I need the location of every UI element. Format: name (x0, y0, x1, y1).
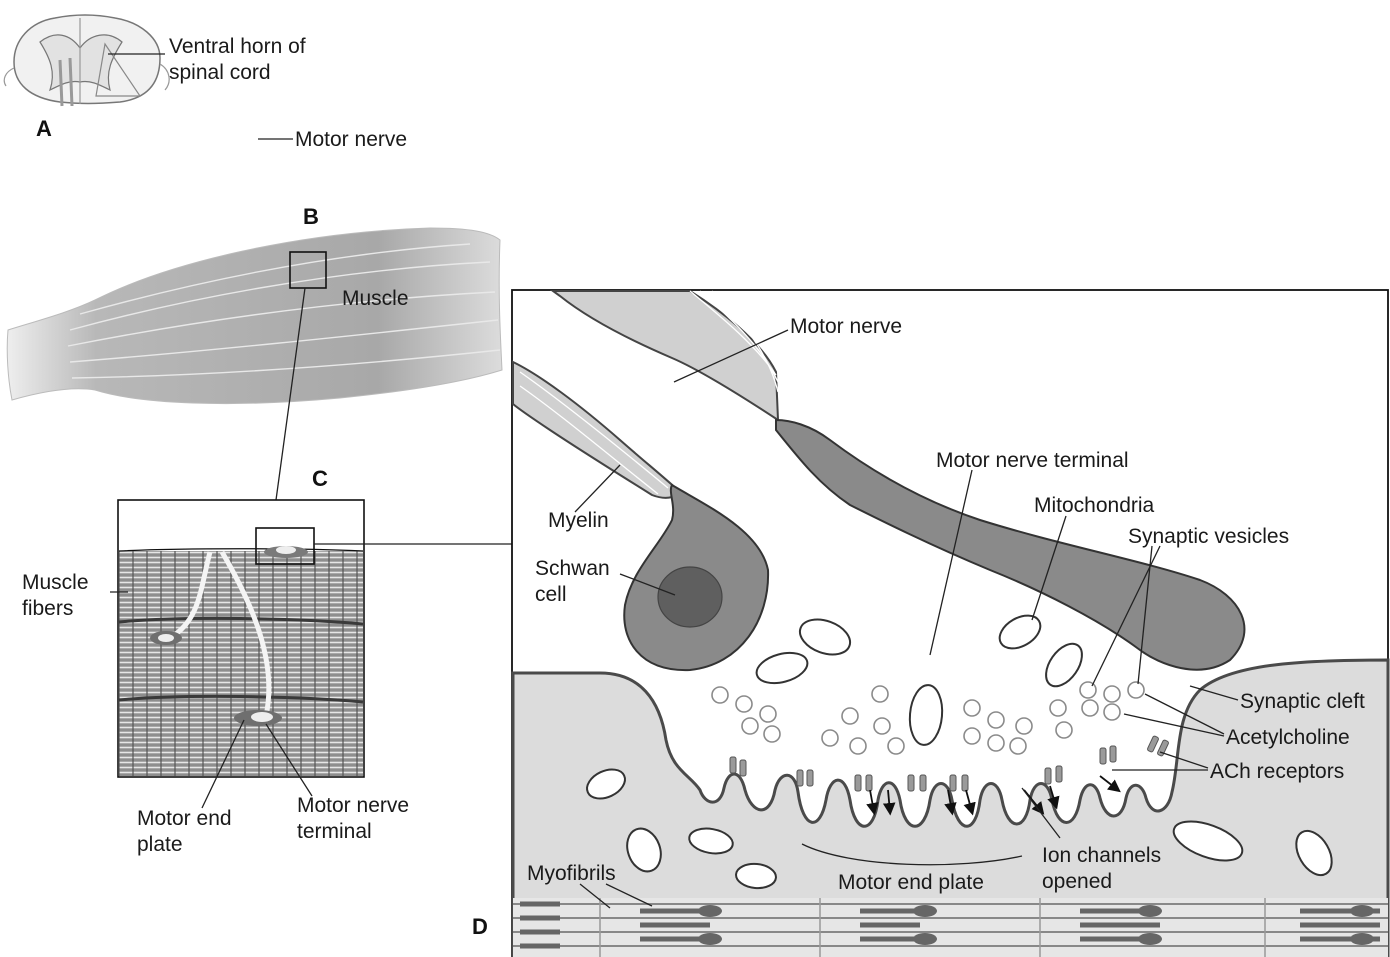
acetylcholine-label: Acetylcholine (1226, 726, 1350, 749)
motor-end-plate-d-label: Motor end plate (838, 871, 984, 894)
ventral-horn-label-line2: spinal cord (169, 61, 271, 84)
muscle-fibers-label-line2: fibers (22, 597, 73, 620)
muscle-fibers-label-line1: Muscle (22, 571, 89, 594)
ion-channels-label-line1: Ion channels (1042, 844, 1161, 867)
panel-a-label: A (36, 116, 52, 141)
junction-panel (512, 290, 1388, 957)
muscle-fibers-panel (118, 500, 364, 777)
spinal-cord-illustration (4, 15, 169, 106)
panel-d-label: D (472, 914, 488, 939)
muscle-label: Muscle (342, 287, 409, 310)
schwan-cell-label-line2: cell (535, 583, 567, 606)
synaptic-cleft-label: Synaptic cleft (1240, 690, 1365, 713)
motor-nerve-a-label: Motor nerve (295, 128, 407, 151)
motor-nerve-d-label: Motor nerve (790, 315, 902, 338)
motor-nerve-terminal-c-label-line2: terminal (297, 820, 372, 843)
panel-c-label: C (312, 466, 328, 491)
myofibrils-label: Myofibrils (527, 862, 616, 885)
motor-end-plate-c-label-line2: plate (137, 833, 183, 856)
muscle-illustration (7, 228, 502, 404)
ion-channels-label-line2: opened (1042, 870, 1112, 893)
synaptic-vesicles-label: Synaptic vesicles (1128, 525, 1289, 548)
motor-nerve-terminal-c-label-line1: Motor nerve (297, 794, 409, 817)
motor-nerve-terminal-d-label: Motor nerve terminal (936, 449, 1129, 472)
mitochondria-label: Mitochondria (1034, 494, 1155, 517)
myofibril-bands (513, 898, 1388, 957)
ach-receptors-label: ACh receptors (1210, 760, 1344, 783)
panel-b-label: B (303, 204, 319, 229)
schwan-cell-label-line1: Schwan (535, 557, 610, 580)
motor-end-plate-c-label-line1: Motor end (137, 807, 232, 830)
ventral-horn-label-line1: Ventral horn of (169, 35, 306, 58)
myelin-label: Myelin (548, 509, 609, 532)
